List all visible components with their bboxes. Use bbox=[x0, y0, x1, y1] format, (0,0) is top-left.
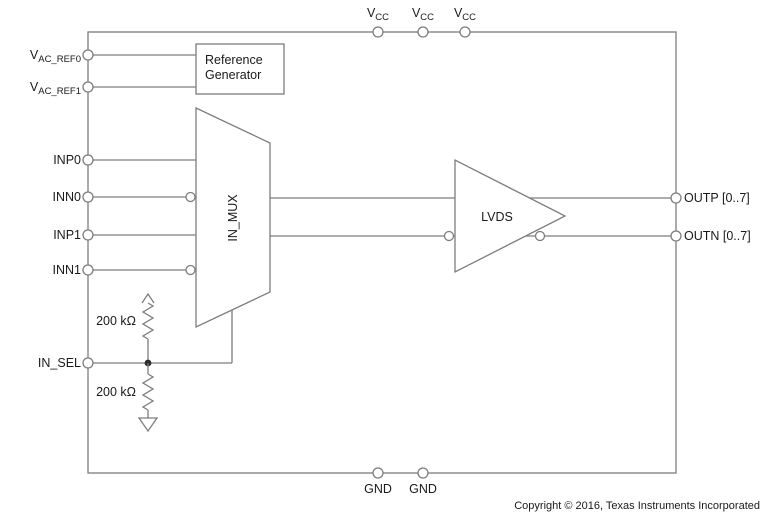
pin-inp1 bbox=[82, 229, 94, 241]
pin-outn bbox=[670, 230, 682, 242]
lvds-label: LVDS bbox=[481, 210, 513, 224]
in-mux-shape bbox=[195, 106, 271, 329]
pulldown-resistor bbox=[141, 373, 155, 411]
lvds-output-bubble bbox=[534, 230, 546, 242]
in-sel-bias-network: 200 kΩ 200 kΩ bbox=[96, 292, 159, 433]
vcc-sub: CC bbox=[375, 12, 389, 23]
pin-vcc-1 bbox=[372, 26, 384, 38]
reference-generator-box bbox=[195, 43, 285, 95]
ground-symbol-icon bbox=[137, 417, 159, 433]
pins bbox=[82, 26, 682, 479]
pin-outp bbox=[670, 192, 682, 204]
label-vac-ref1: VAC_REF1 bbox=[30, 80, 81, 97]
pin-vac-ref1 bbox=[82, 81, 94, 93]
vac-ref1-sub: AC_REF1 bbox=[38, 86, 81, 97]
pulldown-resistor-value: 200 kΩ bbox=[96, 385, 136, 399]
vcc-sub: CC bbox=[462, 12, 476, 23]
label-vac-ref0: VAC_REF0 bbox=[30, 48, 81, 65]
vcc-sub: CC bbox=[420, 12, 434, 23]
label-gnd-2: GND bbox=[409, 482, 437, 496]
label-gnd-1: GND bbox=[364, 482, 392, 496]
label-inn0: INN0 bbox=[53, 190, 82, 204]
label-inp0: INP0 bbox=[53, 153, 81, 167]
pin-in-sel bbox=[82, 357, 94, 369]
inn0-bubble bbox=[185, 191, 196, 203]
copyright-text: Copyright © 2016, Texas Instruments Inco… bbox=[514, 500, 760, 512]
pin-labels: VCC VCC VCC VAC_REF0 VAC_REF1 INP0 INN0 … bbox=[30, 6, 751, 496]
vac-ref0-sub: AC_REF0 bbox=[38, 54, 81, 65]
vcc-base: V bbox=[367, 6, 376, 20]
label-vcc-1: VCC bbox=[367, 6, 389, 23]
inn1-bubble bbox=[185, 264, 196, 276]
in-mux-label: IN_MUX bbox=[226, 194, 240, 242]
label-inp1: INP1 bbox=[53, 228, 81, 242]
label-outn: OUTN [0..7] bbox=[684, 229, 751, 243]
lvds-buffer-shape bbox=[454, 158, 567, 274]
label-outp: OUTP [0..7] bbox=[684, 191, 750, 205]
reference-generator-label-line2: Generator bbox=[205, 68, 261, 82]
label-in-sel: IN_SEL bbox=[38, 356, 81, 370]
pin-inn0 bbox=[82, 191, 94, 203]
label-vcc-2: VCC bbox=[412, 6, 434, 23]
pin-vcc-2 bbox=[417, 26, 429, 38]
vac-ref1-base: V bbox=[30, 80, 39, 94]
pin-vcc-3 bbox=[459, 26, 471, 38]
pin-inn1 bbox=[82, 264, 94, 276]
vac-ref0-base: V bbox=[30, 48, 39, 62]
supply-arrow-icon bbox=[141, 292, 155, 304]
pin-gnd-2 bbox=[417, 467, 429, 479]
pin-inp0 bbox=[82, 154, 94, 166]
pin-gnd-1 bbox=[372, 467, 384, 479]
label-vcc-3: VCC bbox=[454, 6, 476, 23]
pullup-resistor bbox=[141, 302, 155, 340]
lvds-input-bubble bbox=[443, 230, 455, 242]
vcc-base: V bbox=[412, 6, 421, 20]
pullup-resistor-value: 200 kΩ bbox=[96, 314, 136, 328]
pin-vac-ref0 bbox=[82, 49, 94, 61]
label-inn1: INN1 bbox=[53, 263, 82, 277]
reference-generator-label-line1: Reference bbox=[205, 53, 263, 67]
vcc-base: V bbox=[454, 6, 463, 20]
device-boundary bbox=[87, 31, 677, 474]
